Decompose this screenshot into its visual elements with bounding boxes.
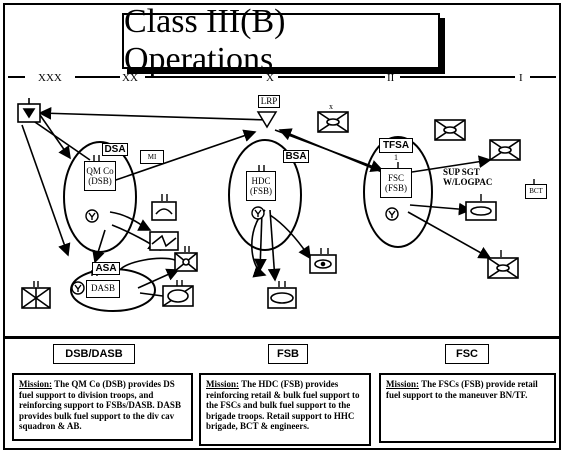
diagram-frame — [3, 3, 561, 450]
lrp-label: LRP — [258, 95, 280, 108]
fsc-box: FSC (FSB) — [380, 168, 412, 198]
unit-symbol-armor-recon — [162, 285, 194, 307]
echelon-xx: XX — [122, 72, 138, 84]
fuel-point-bsa-icon — [251, 206, 265, 220]
echelon-ii: II — [387, 72, 395, 84]
bct-box: BCT — [525, 184, 547, 199]
unit-symbol-cav — [21, 287, 51, 309]
hdc-box: HDC (FSB) — [246, 171, 276, 201]
fsc-supply-symbol — [465, 201, 497, 221]
mission-label: Mission: — [19, 379, 53, 389]
mission-box-fsc: Mission: The FSCs (FSB) provide retail f… — [379, 373, 556, 443]
fsb-supply-symbol-1 — [309, 254, 337, 274]
fsb-supply-symbol-2 — [267, 287, 297, 309]
corps-support-symbol — [17, 98, 41, 123]
echelon-x: X — [266, 72, 274, 84]
bsa-tag: BSA — [283, 150, 309, 163]
brigade-x-label: x — [329, 102, 333, 111]
mission-label: Mission: — [386, 379, 420, 389]
mission-box-dsb-dasb: Mission: The QM Co (DSB) provides DS fue… — [12, 373, 193, 441]
mission-text-fsb: The HDC (FSB) provides reinforcing retai… — [206, 379, 360, 431]
heading-fsc: FSC — [445, 344, 489, 364]
unit-symbol-bn-1 — [434, 119, 466, 141]
dsa-tag: DSA — [102, 143, 128, 156]
mi-box: MI — [140, 150, 164, 164]
qm-box: QM Co (DSB) — [84, 161, 116, 191]
heading-fsb: FSB — [268, 344, 308, 364]
tfsa-tag: TFSA — [379, 138, 413, 153]
lrp-triangle — [256, 111, 278, 129]
fuel-point-tfsa-icon — [385, 207, 399, 221]
heading-dsb-dasb: DSB/DASB — [53, 344, 135, 364]
unit-symbol-brigade-top — [317, 111, 349, 133]
mission-text-dsb-dasb: The QM Co (DSB) provides DS fuel support… — [19, 379, 181, 431]
fuel-point-asa-icon — [71, 281, 85, 295]
dasb-box: DASB — [86, 280, 120, 298]
bsa-ellipse — [228, 139, 302, 251]
unit-symbol-bn-3 — [487, 257, 519, 279]
tfsa-one-label: 1 — [394, 153, 398, 162]
dsa-ellipse — [63, 141, 137, 253]
echelon-xxx: XXX — [38, 72, 62, 84]
unit-symbol-bn-2 — [489, 139, 521, 161]
dsa-engineer-symbol — [149, 231, 179, 251]
mission-section — [3, 336, 561, 453]
asa-tag: ASA — [92, 262, 120, 275]
dsa-bridge-symbol — [151, 201, 177, 221]
mission-label: Mission: — [206, 379, 240, 389]
sup-sgt-label: SUP SGT W/LOGPAC — [443, 167, 493, 187]
unit-symbol-aviation — [174, 252, 198, 272]
flow-arrows — [21, 106, 492, 303]
mission-box-fsb: Mission: The HDC (FSB) provides reinforc… — [199, 373, 371, 446]
tfsa-ellipse — [363, 136, 433, 248]
mission-text-fsc: The FSCs (FSB) provide retail fuel suppo… — [386, 379, 538, 400]
fuel-point-dsa-icon — [85, 209, 99, 223]
page-title: Class III(B) Operations — [122, 3, 440, 78]
echelon-i: I — [519, 72, 523, 84]
